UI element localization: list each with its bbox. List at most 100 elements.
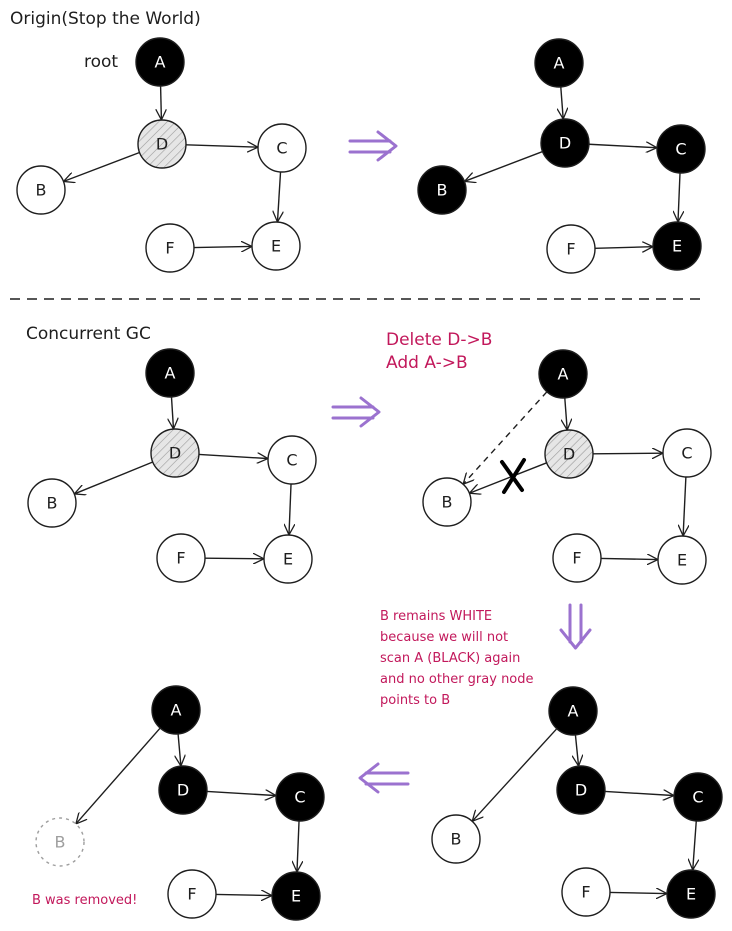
node-label: E bbox=[686, 885, 696, 904]
node-circle bbox=[673, 772, 723, 822]
node-f: F bbox=[145, 223, 195, 273]
edge-d-c bbox=[592, 453, 662, 454]
node-circle bbox=[540, 118, 590, 168]
node-label: C bbox=[276, 139, 287, 158]
node-e: E bbox=[657, 535, 707, 585]
node-label: A bbox=[171, 701, 182, 720]
node-circle bbox=[652, 221, 702, 271]
node-circle bbox=[145, 223, 195, 273]
node-a: A bbox=[534, 38, 584, 88]
node-e: E bbox=[271, 871, 321, 921]
node-circle bbox=[662, 428, 712, 478]
node-label: C bbox=[681, 444, 692, 463]
node-label: A bbox=[568, 702, 579, 721]
edge-f-e bbox=[600, 558, 657, 559]
node-label: D bbox=[156, 135, 168, 154]
removed-label: B was removed! bbox=[32, 893, 137, 908]
edge-a-b bbox=[473, 728, 558, 821]
node-label: E bbox=[672, 237, 682, 256]
node-label: D bbox=[169, 444, 181, 463]
node-d: D bbox=[544, 429, 594, 479]
node-c: C bbox=[267, 435, 317, 485]
edge-d-c bbox=[588, 144, 656, 147]
node-b: B bbox=[417, 165, 467, 215]
annotation-delete-add: Delete D->B Add A->B bbox=[386, 330, 492, 373]
add-label: Add A->B bbox=[386, 353, 468, 373]
node-label: E bbox=[291, 887, 301, 906]
edge-f-e bbox=[204, 558, 263, 559]
edge-a-d bbox=[561, 86, 563, 118]
node-circle bbox=[422, 477, 472, 527]
node-e: E bbox=[263, 534, 313, 584]
node-f: F bbox=[156, 533, 206, 583]
node-label: C bbox=[675, 140, 686, 159]
node-label: E bbox=[677, 551, 687, 570]
node-circle bbox=[666, 869, 716, 919]
node-circle bbox=[548, 686, 598, 736]
node-circle bbox=[538, 349, 588, 399]
node-circle bbox=[137, 119, 187, 169]
node-label: E bbox=[283, 550, 293, 569]
node-circle bbox=[150, 428, 200, 478]
node-label: D bbox=[563, 445, 575, 464]
node-circle bbox=[263, 534, 313, 584]
node-circle bbox=[158, 765, 208, 815]
node-label: E bbox=[271, 237, 281, 256]
node-label: F bbox=[581, 883, 590, 902]
node-circle bbox=[156, 533, 206, 583]
edge-c-e bbox=[297, 820, 299, 871]
edge-a-d bbox=[178, 733, 181, 765]
node-f: F bbox=[552, 533, 602, 583]
node-label: B bbox=[47, 494, 58, 513]
node-label: C bbox=[692, 788, 703, 807]
remains-line-2: because we will not bbox=[380, 630, 508, 645]
edge-d-c bbox=[206, 791, 275, 795]
node-e: E bbox=[251, 221, 301, 271]
node-label: B bbox=[437, 181, 448, 200]
node-a: A bbox=[135, 37, 185, 87]
node-circle bbox=[656, 124, 706, 174]
node-label: B bbox=[36, 181, 47, 200]
node-label: B bbox=[442, 493, 453, 512]
edge-d-b bbox=[470, 462, 547, 493]
node-label: F bbox=[572, 549, 581, 568]
node-circle bbox=[267, 435, 317, 485]
node-f: F bbox=[561, 867, 611, 917]
remains-line-1: B remains WHITE bbox=[380, 609, 492, 624]
node-a: A bbox=[538, 349, 588, 399]
node-label: F bbox=[176, 549, 185, 568]
node-circle bbox=[556, 765, 606, 815]
node-circle bbox=[561, 867, 611, 917]
node-circle bbox=[271, 871, 321, 921]
node-a: A bbox=[548, 686, 598, 736]
edge-d-b bbox=[75, 461, 154, 494]
edge-f-e bbox=[193, 246, 251, 247]
node-e: E bbox=[652, 221, 702, 271]
node-circle bbox=[534, 38, 584, 88]
panel-p1: A B C D E F bbox=[16, 37, 307, 273]
node-circle bbox=[552, 533, 602, 583]
node-circle bbox=[167, 869, 217, 919]
node-a: A bbox=[151, 685, 201, 735]
node-a: A bbox=[145, 348, 195, 398]
deleted-edge-cross bbox=[500, 458, 526, 494]
edge-d-c bbox=[185, 145, 257, 147]
remains-line-4: and no other gray node bbox=[380, 672, 534, 687]
node-circle bbox=[135, 37, 185, 87]
remains-line-3: scan A (BLACK) again bbox=[380, 651, 520, 666]
node-circle bbox=[145, 348, 195, 398]
node-circle bbox=[417, 165, 467, 215]
panel-p3: A B C D E F bbox=[27, 348, 317, 584]
edge-c-e bbox=[289, 483, 291, 534]
node-circle bbox=[251, 221, 301, 271]
transition-arrow-right-1 bbox=[348, 130, 398, 162]
transition-arrow-left bbox=[358, 762, 410, 794]
concurrent-title: Concurrent GC bbox=[26, 324, 151, 344]
edge-d-b bbox=[64, 151, 140, 182]
node-b: B bbox=[422, 477, 472, 527]
node-label: B bbox=[451, 830, 462, 849]
